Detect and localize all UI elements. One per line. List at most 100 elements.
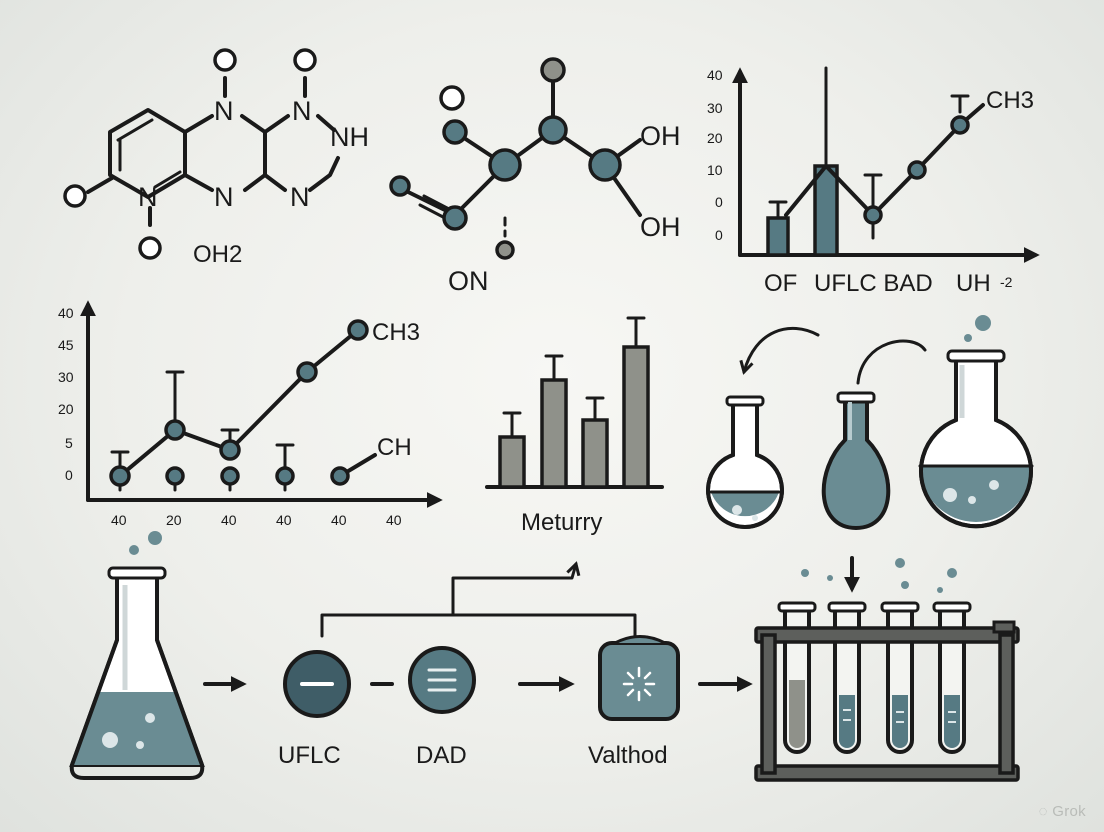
annotation-label: CH3 <box>372 319 420 346</box>
y-tick-label: 30 <box>707 100 723 116</box>
step-label: Valthod <box>588 742 668 769</box>
pear-flask <box>821 391 891 531</box>
hydroxyl-label: OH <box>640 121 681 151</box>
bar <box>813 164 839 257</box>
atom-node <box>442 119 468 145</box>
atom-label: N <box>292 96 312 126</box>
bubble <box>964 334 972 342</box>
error-bar <box>768 200 788 220</box>
data-point <box>275 466 295 486</box>
data-point <box>296 361 318 383</box>
atom-node <box>488 148 522 182</box>
data-point <box>950 115 970 135</box>
atom-label: NH <box>330 122 369 152</box>
x-tick-label: 20 <box>166 512 182 528</box>
test-tube <box>827 601 867 754</box>
atom-label: N <box>138 182 158 212</box>
watermark: ◌ Grok <box>1039 803 1086 820</box>
data-point <box>863 205 883 225</box>
annotation-label: CH <box>377 434 412 461</box>
data-point <box>109 465 131 487</box>
bar <box>540 378 568 489</box>
x-tick-label: 40 <box>331 512 347 528</box>
atom-label: N <box>214 96 234 126</box>
group-label: ON <box>448 266 489 296</box>
data-point <box>330 466 350 486</box>
data-point <box>164 419 186 441</box>
erlenmeyer-flask <box>69 531 205 780</box>
test-tube <box>777 601 817 754</box>
data-point <box>907 160 927 180</box>
atom-node <box>588 148 622 182</box>
ring-1-double-bonds <box>116 118 182 189</box>
bar <box>622 345 650 489</box>
data-point <box>219 439 241 461</box>
dad-step: DAD <box>408 646 476 769</box>
valthod-step: Valthod <box>588 635 680 769</box>
x-tick-label: 40 <box>111 512 127 528</box>
oxygen-atom-1 <box>213 48 237 72</box>
bar <box>498 435 526 489</box>
x-category-label: UH <box>956 270 991 297</box>
chart-top-right: 40 30 20 10 0 0 CH3 OF UFLC BAD UH -2 <box>707 66 1040 297</box>
data-point <box>347 319 369 341</box>
formula-label: OH2 <box>193 241 242 268</box>
y-tick-label: 0 <box>715 194 723 210</box>
ring-3-bonds <box>263 114 340 192</box>
annotation-label: CH3 <box>986 87 1034 114</box>
y-tick-label: 30 <box>58 369 74 385</box>
molecule-2-bonds <box>398 70 642 217</box>
atom-label: N <box>214 182 234 212</box>
y-tick-label: 0 <box>65 467 73 483</box>
x-tick-label: 40 <box>386 512 402 528</box>
y-tick-label: 20 <box>707 130 723 146</box>
atom-node <box>538 115 568 145</box>
oxygen-atom-3 <box>138 236 162 260</box>
rack-bottom-bar <box>754 764 1020 782</box>
test-tube <box>932 601 972 754</box>
branch-arrow <box>451 561 581 617</box>
atom-node-hollow <box>439 85 465 111</box>
x-category-label: UFLC BAD <box>814 270 933 297</box>
grok-logo-icon: ◌ <box>1038 803 1048 820</box>
rack-leg-left <box>760 633 777 775</box>
y-tick-label: 10 <box>707 162 723 178</box>
transfer-arrow-1 <box>739 326 820 375</box>
y-tick-label: 45 <box>58 337 74 353</box>
valthod-icon <box>598 641 680 721</box>
error-bars <box>110 370 295 492</box>
error-bar <box>950 94 970 114</box>
data-point <box>220 466 240 486</box>
atom-node <box>442 205 468 231</box>
workflow: UFLC DAD Valthod <box>69 531 1020 782</box>
step-label: DAD <box>416 742 467 769</box>
molecule-structure-2: OH OH ON <box>389 57 681 296</box>
flask-group <box>706 315 1034 531</box>
step-label: UFLC <box>278 742 341 769</box>
x-tick-label: 40 <box>221 512 237 528</box>
transfer-arrow-2 <box>856 339 927 385</box>
y-tick-label: 40 <box>58 305 74 321</box>
chart-left-line: 40 45 30 20 5 0 CH3 CH 40 20 40 40 40 40 <box>58 300 443 528</box>
atom-node <box>389 175 411 197</box>
bracket-connector <box>320 613 637 638</box>
round-bottom-flask-large <box>918 349 1034 529</box>
atom-node-grey <box>540 57 566 83</box>
bar <box>766 216 790 257</box>
y-tick-label: 40 <box>707 67 723 83</box>
x-category-label: OF <box>764 270 797 297</box>
rack-top-bar <box>754 626 1020 644</box>
oxygen-atom-4 <box>63 184 87 208</box>
uflc-step: UFLC <box>278 650 351 769</box>
data-point <box>165 466 185 486</box>
atom-node-grey <box>495 240 515 260</box>
y-tick-label: 5 <box>65 435 73 451</box>
atom-label: N <box>290 182 310 212</box>
y-tick-label: 20 <box>58 401 74 417</box>
error-bars <box>502 316 646 439</box>
oxygen-atom-2 <box>293 48 317 72</box>
superscript-label: -2 <box>1000 274 1013 290</box>
bar <box>581 418 609 489</box>
round-bottom-flask-small <box>706 395 784 529</box>
